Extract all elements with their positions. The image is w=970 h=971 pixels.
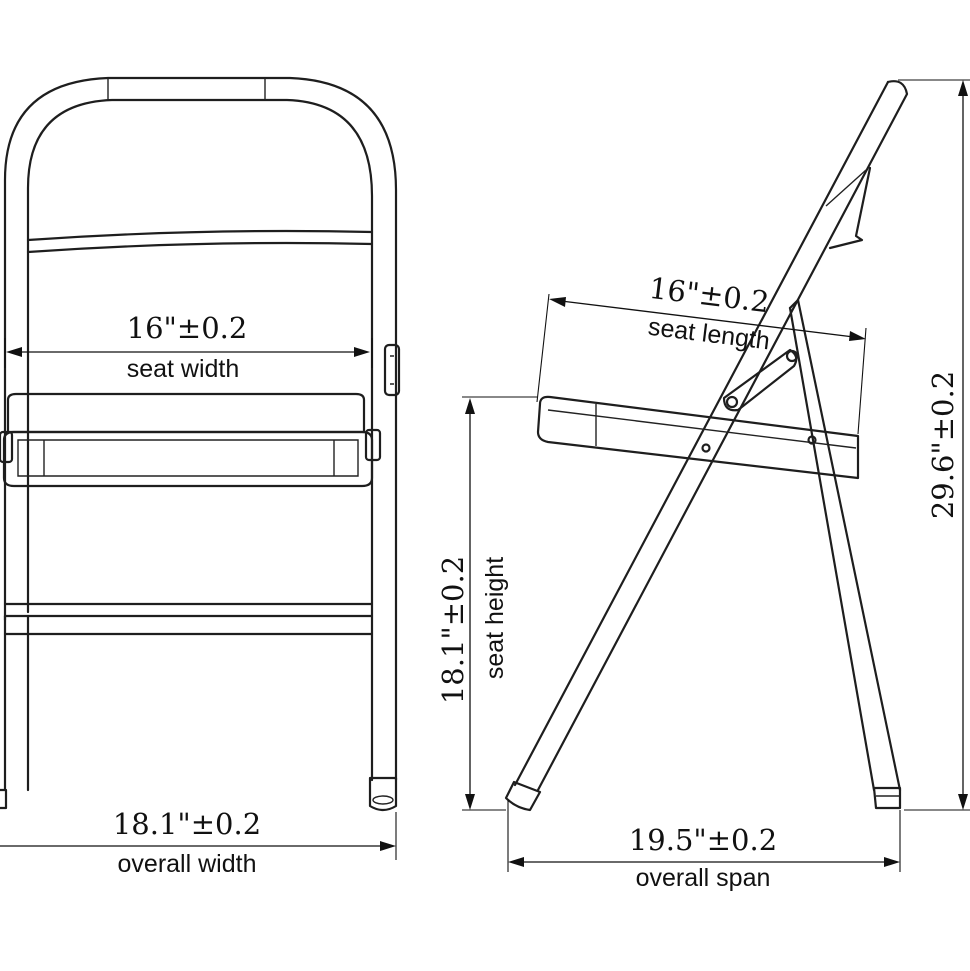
overall-height-dimension: 29.6"±0.2 — [898, 79, 970, 811]
chair-front-view — [0, 76, 401, 812]
overall-width-label: overall width — [118, 850, 257, 878]
overall-height-value: 29.6"±0.2 — [926, 371, 960, 519]
overall-span-value: 19.5"±0.2 — [629, 823, 777, 857]
seat-width-label: seat width — [127, 355, 240, 383]
chair-side-view — [504, 80, 909, 812]
overall-span-label: overall span — [636, 864, 771, 892]
overall-span-dimension: 19.5"±0.2 overall span — [507, 800, 901, 892]
seat-length-dimension: 16"±0.2 seat length — [536, 271, 867, 435]
seat-height-value: 18.1"±0.2 — [436, 556, 470, 704]
seat-width-value: 16"±0.2 — [127, 311, 248, 345]
seat-width-dimension: 16"±0.2 seat width — [4, 311, 373, 383]
overall-width-value: 18.1"±0.2 — [113, 807, 261, 841]
seat-height-label: seat height — [481, 557, 509, 679]
seat-length-value: 16"±0.2 — [647, 271, 771, 319]
seat-height-dimension: 18.1"±0.2 seat height — [436, 396, 538, 811]
seat-length-label: seat length — [647, 313, 772, 356]
overall-width-dimension: 18.1"±0.2 overall width — [0, 807, 397, 878]
